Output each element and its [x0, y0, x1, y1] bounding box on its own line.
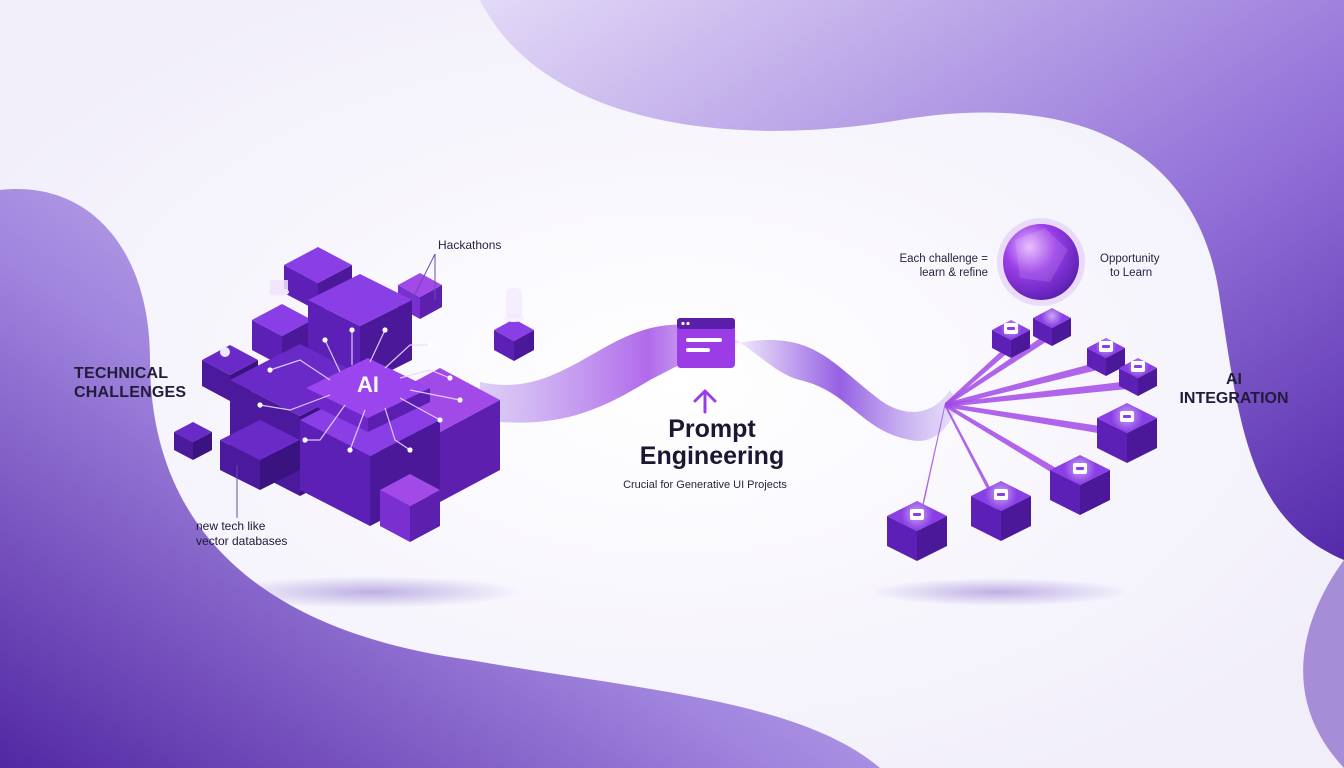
circuit-node	[382, 327, 388, 333]
ai-chip-label: AI	[357, 372, 379, 397]
callout-line: vector databases	[196, 534, 288, 548]
title-line: INTEGRATION	[1179, 390, 1289, 407]
heart-icon	[994, 489, 1008, 500]
opportunity-callout: Opportunity to Learn	[1100, 252, 1159, 280]
light-beam	[945, 342, 1011, 407]
browser-window-icon	[677, 318, 735, 368]
callout-line: Opportunity	[1100, 253, 1160, 265]
title-line: TECHNICAL	[74, 365, 169, 382]
title-line: CHALLENGES	[74, 384, 187, 401]
shield-icon	[1120, 411, 1134, 422]
callout-line: Each challenge =	[899, 253, 988, 265]
cube	[220, 420, 300, 490]
circuit-node	[437, 417, 443, 423]
title-line: Engineering	[639, 442, 785, 470]
technical-challenges-title: TECHNICAL CHALLENGES	[74, 364, 186, 402]
new-tech-callout: new tech like vector databases	[196, 519, 287, 549]
arrow-up-icon	[693, 389, 717, 414]
title-line: Prompt	[668, 415, 756, 443]
ai-chip	[306, 358, 430, 432]
light-beam	[945, 360, 1106, 407]
callout-line: to Learn	[1110, 267, 1153, 279]
image-icon	[910, 509, 924, 520]
prompt-engineering-title: Prompt Engineering	[612, 416, 812, 470]
circuit-node	[257, 402, 263, 408]
cube	[380, 474, 440, 542]
chat-icon	[1004, 323, 1018, 334]
circuit-node	[349, 327, 355, 333]
circuit-node	[302, 437, 308, 443]
pulse-icon	[1073, 463, 1087, 474]
battery-icon	[1099, 341, 1113, 352]
light-beam	[945, 403, 1080, 490]
ai-integration-title: AI INTEGRATION	[1178, 370, 1290, 408]
node-glow	[1041, 305, 1063, 327]
circuit-node	[407, 447, 413, 453]
title-line: AI	[1226, 371, 1242, 388]
light-beam	[945, 403, 1127, 438]
each-challenge-callout: Each challenge = learn & refine	[888, 252, 988, 280]
image-icon	[1131, 361, 1145, 372]
circuit-node	[457, 397, 463, 403]
circuit-node	[322, 337, 328, 343]
callout-line: new tech like	[196, 519, 266, 533]
circuit-node	[427, 342, 433, 348]
hackathons-callout: Hackathons	[438, 238, 502, 252]
light-beam	[945, 380, 1138, 407]
callout-line: learn & refine	[919, 267, 988, 279]
prompt-engineering-subtitle: Crucial for Generative UI Projects	[623, 479, 787, 491]
circuit-node	[447, 375, 453, 381]
cube	[494, 319, 534, 361]
circuit-node	[267, 367, 273, 373]
cube	[174, 422, 212, 460]
circuit-node	[347, 447, 353, 453]
